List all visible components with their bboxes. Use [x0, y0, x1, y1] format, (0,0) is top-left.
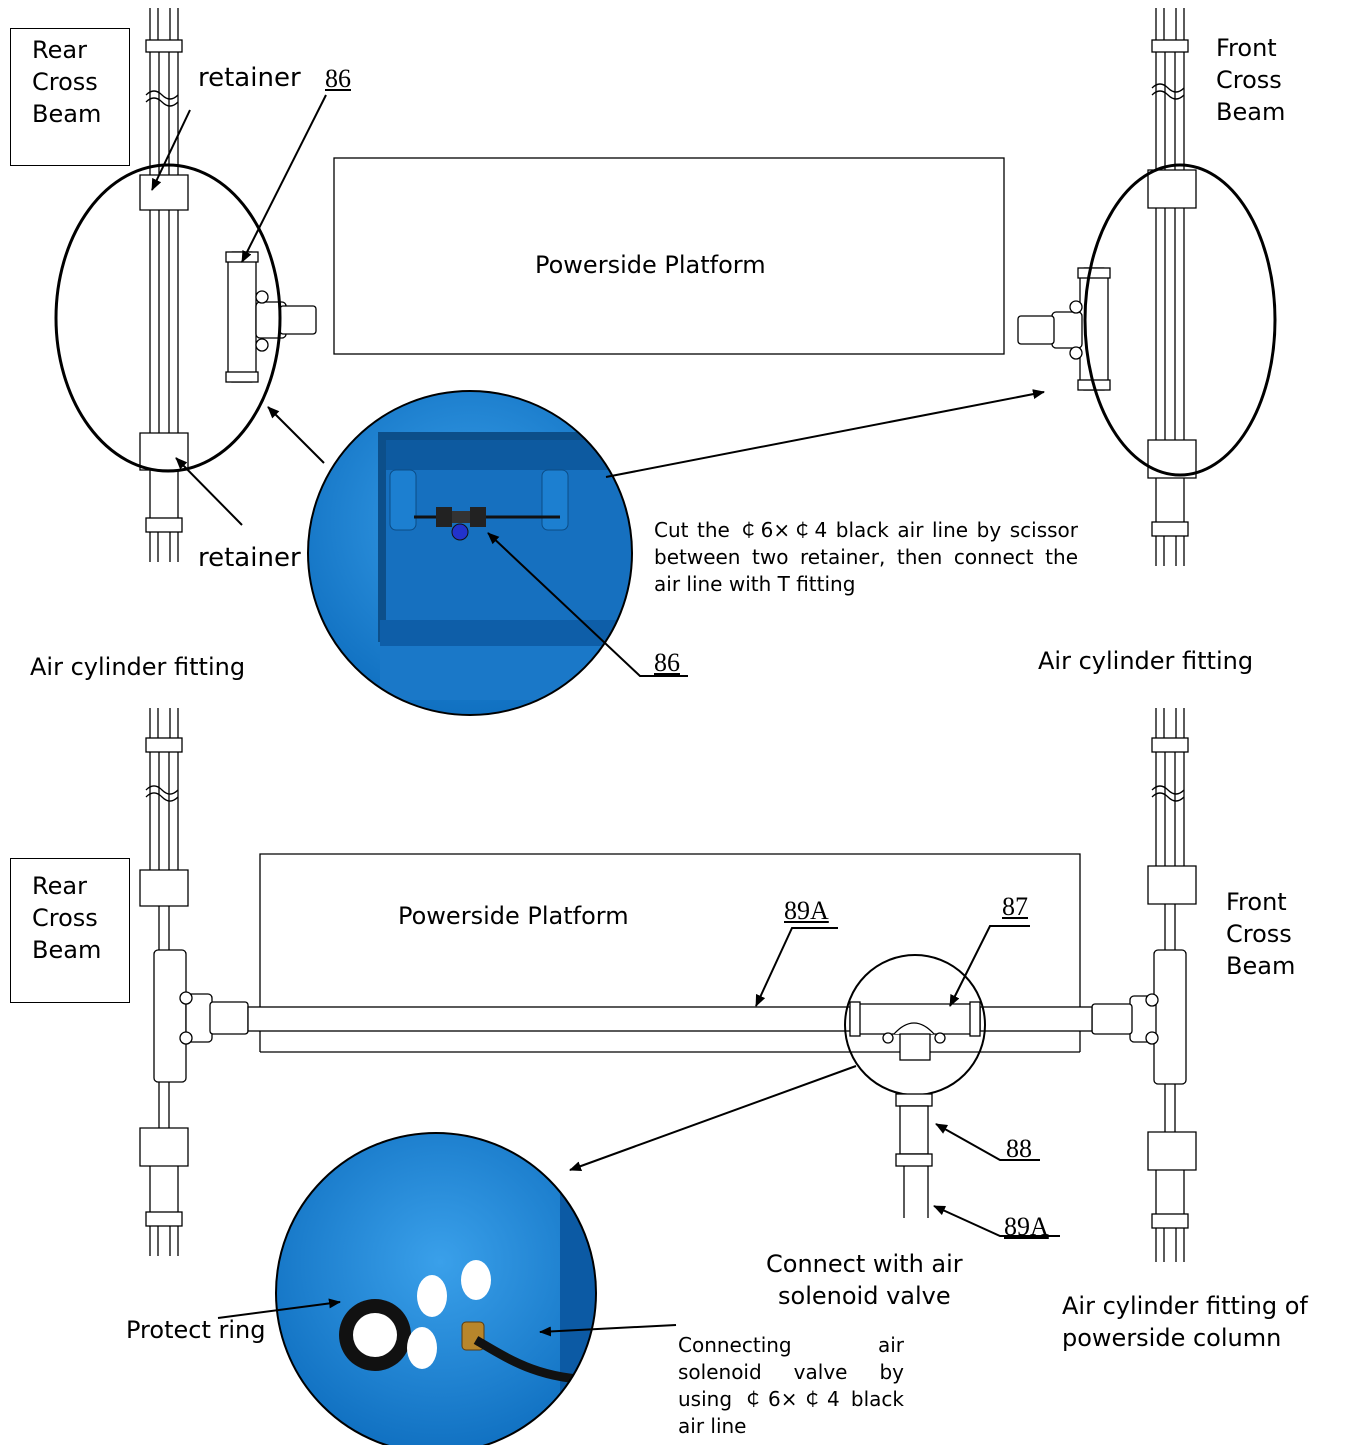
bottom-photo-border [275, 1132, 597, 1445]
arrow-photo-left [267, 406, 325, 464]
top-left-t-fitting [225, 251, 317, 383]
bottom-left-column [139, 708, 249, 1256]
part-89a-label-bottom: 89A [1004, 1212, 1049, 1241]
t-fitting-87 [849, 1001, 981, 1061]
top-right-highlight-circle [1083, 163, 1277, 477]
top-platform-box [333, 157, 1005, 355]
part-86-label-photo: 86 [654, 648, 680, 677]
arrow-86-top [241, 94, 327, 263]
arrow-retainer-top [151, 109, 191, 191]
cut-instruction-text: Cut the ￠6×￠4 black air line by scissor … [654, 518, 1078, 596]
arrow-87 [949, 925, 1030, 1007]
part-87-label: 87 [1002, 892, 1028, 921]
air-line-89a [247, 1006, 1093, 1032]
top-rear-beam-box [10, 28, 130, 166]
arrow-protect-ring [217, 1298, 341, 1319]
top-left-highlight-circle [54, 163, 282, 473]
fitting-88 [895, 1093, 933, 1218]
part-86-label-top: 86 [325, 64, 351, 93]
arrow-89a-top [755, 927, 838, 1007]
bottom-retainer-label: retainer [198, 543, 301, 573]
arrow-88 [935, 1123, 1040, 1161]
arrow-89a-bottom [933, 1205, 1060, 1237]
bottom-rear-beam-label: Rear Cross Beam [32, 872, 102, 964]
top-rear-beam-label: Rear Cross Beam [32, 36, 102, 128]
top-right-column [1147, 8, 1197, 566]
top-front-beam-label: Front Cross Beam [1216, 34, 1286, 126]
arrow-86-photo [487, 532, 688, 677]
bottom-right-column [1091, 708, 1197, 1262]
bottom-photo [276, 1133, 596, 1445]
top-left-column [139, 8, 189, 562]
part-89a-label-top: 89A [784, 896, 829, 925]
bottom-front-beam-label: Front Cross Beam [1226, 888, 1296, 980]
top-retainer-label: retainer [198, 63, 301, 93]
part-88-label: 88 [1006, 1134, 1032, 1163]
top-right-fitting-label: Air cylinder fitting [1038, 647, 1254, 675]
fitting-column-label: Air cylinder fitting of powerside column [1062, 1292, 1308, 1352]
bottom-platform-box [259, 853, 1081, 1052]
arrow-photo-right [605, 389, 1045, 478]
arrow-connecting-line [539, 1324, 677, 1337]
arrow-to-bottom-photo [569, 1065, 857, 1171]
bottom-platform-label: Powerside Platform [398, 902, 629, 930]
top-platform-label: Powerside Platform [535, 251, 766, 279]
protect-ring-label: Protect ring [126, 1316, 266, 1344]
bottom-rear-beam-box [10, 858, 130, 1003]
arrow-retainer-bottom [175, 457, 243, 526]
top-photo [308, 391, 632, 715]
connecting-note-text: Connecting air solenoid valve by using ￠… [678, 1333, 904, 1438]
top-right-t-fitting [1017, 267, 1111, 391]
top-photo-border [307, 390, 633, 716]
connect-valve-label: Connect with air solenoid valve [766, 1250, 963, 1310]
top-left-fitting-label: Air cylinder fitting [30, 653, 246, 681]
